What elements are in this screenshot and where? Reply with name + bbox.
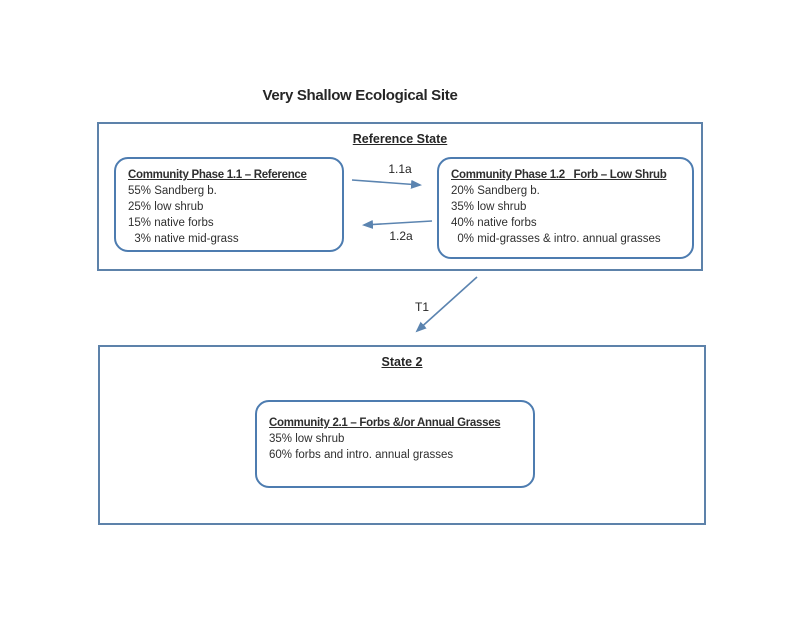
composition-line: 40% native forbs	[451, 217, 537, 229]
community-phase-1-1-box: Community Phase 1.1 – Reference 55% Sand…	[114, 157, 344, 252]
composition-line: 35% low shrub	[269, 433, 345, 445]
composition-line: 20% Sandberg b.	[451, 185, 540, 197]
state-2-frame: State 2	[98, 345, 706, 525]
community-phase-1-1-title: Community Phase 1.1 – Reference	[128, 169, 307, 181]
page-title: Very Shallow Ecological Site	[262, 87, 458, 104]
composition-line: 25% low shrub	[128, 201, 204, 213]
composition-line: 55% Sandberg b.	[128, 185, 217, 197]
community-phase-1-2-box: Community Phase 1.2 Forb – Low Shrub 20%…	[437, 157, 694, 259]
community-2-1-title: Community 2.1 – Forbs &/or Annual Grasse…	[269, 417, 501, 429]
composition-line: 35% low shrub	[451, 201, 527, 213]
transition-label-t1: T1	[415, 300, 430, 314]
pathway-label-1-2a: 1.2a	[389, 229, 413, 243]
composition-line: 3% native mid-grass	[128, 233, 239, 245]
composition-line: 60% forbs and intro. annual grasses	[269, 449, 454, 461]
community-2-1-box: Community 2.1 – Forbs &/or Annual Grasse…	[255, 400, 535, 488]
pathway-label-1-1a: 1.1a	[388, 162, 412, 176]
composition-line: 15% native forbs	[128, 217, 214, 229]
reference-state-label: Reference State	[352, 132, 448, 146]
state-2-label: State 2	[381, 355, 423, 369]
community-phase-1-2-title: Community Phase 1.2 Forb – Low Shrub	[451, 169, 667, 181]
composition-line: 0% mid-grasses & intro. annual grasses	[451, 233, 661, 245]
